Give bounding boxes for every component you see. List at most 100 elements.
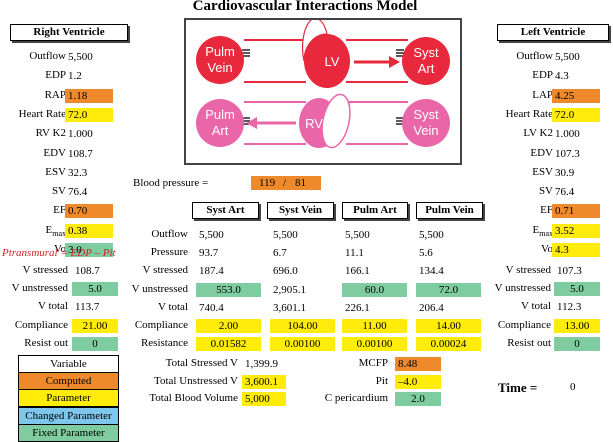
blood-pressure-value: 119 / 81: [251, 176, 321, 190]
legend-item: Changed Parameter: [18, 406, 119, 425]
rv-row-label-text: RV K2: [35, 127, 66, 140]
syst-art-chamber: [402, 37, 450, 85]
vessel-cell[interactable]: 104.00: [270, 319, 335, 333]
legend-item: Fixed Parameter: [18, 423, 119, 442]
lv-row-label: Outflow: [516, 50, 553, 62]
vessel-cell[interactable]: 2.00: [196, 319, 261, 333]
lv-row-label: SV: [539, 185, 553, 197]
lv-lower-label: Resist out: [507, 336, 551, 349]
pulm-art-chamber: [196, 99, 244, 147]
lv-lower-label: V unstressed: [494, 282, 551, 295]
rv-row-label-text: ESV: [45, 165, 66, 178]
vessel-cell: 696.0: [273, 265, 298, 278]
left-ventricle-header: Left Ventricle: [497, 24, 609, 41]
vessel-cell: 5,500: [199, 229, 224, 241]
vessel-cell: 93.7: [199, 247, 219, 260]
vessel-cell: 11.1: [345, 247, 364, 260]
rv-row-value[interactable]: 0.38: [65, 223, 113, 238]
lv-row-value: 5,500: [555, 51, 580, 63]
vessel-row-label: V stressed: [142, 264, 188, 277]
vessel-cell: 72.0: [416, 282, 481, 297]
rv-row-label: SV: [52, 185, 66, 197]
rv-lower-value: 5.0: [72, 282, 118, 297]
rv-row-label-text: Outflow: [29, 50, 66, 62]
rv-lower-value[interactable]: 21.00: [72, 318, 118, 333]
vessel-cell[interactable]: 11.00: [342, 319, 407, 333]
bp-separator: /: [283, 177, 287, 189]
rv-row-label: ESV: [45, 166, 66, 178]
lv-row-value: 1.000: [555, 128, 580, 141]
lv-row-label-text: LV K2: [523, 127, 553, 140]
rv-row-value: 5,500: [68, 51, 93, 63]
lv-chamber: [304, 34, 350, 88]
rv-lower-label: Compliance: [14, 318, 68, 331]
rv-row-label-text: EDP: [45, 69, 66, 82]
vessel-header-pulm-vein: Pulm Vein: [416, 202, 483, 219]
pulm-art-label-2: Art: [212, 123, 229, 138]
rv-lower-value: 108.7: [75, 265, 100, 277]
rv-lower-label: V stressed: [22, 264, 68, 276]
vessel-cell: 6.7: [273, 247, 287, 260]
vessel-cell: 166.1: [345, 265, 370, 278]
lv-lower-label: V stressed: [505, 264, 551, 276]
rv-lower-label: Resist out: [24, 336, 68, 349]
vessel-cell[interactable]: 0.00024: [416, 337, 481, 352]
lv-row-value[interactable]: 72.0: [552, 107, 600, 122]
vessel-cell: 187.4: [199, 265, 224, 278]
totals-value[interactable]: 5,000: [242, 392, 286, 406]
lv-row-value[interactable]: 4.3: [552, 243, 600, 257]
bottom-flow-lines: [244, 101, 408, 145]
lv-row-value: 4.25: [552, 88, 600, 103]
lv-lower-value[interactable]: 13.00: [554, 318, 600, 333]
rv-row-label: EDV: [43, 147, 66, 159]
circulation-diagram: Pulm Vein LV Syst Art Pulm Art RV Syst V…: [184, 17, 462, 165]
blood-pressure-label: Blood pressure =: [133, 177, 209, 189]
lv-row-value: 0.71: [552, 204, 600, 219]
mcfp-label: Pit: [375, 374, 388, 387]
rv-row-label-sub: max: [52, 228, 66, 238]
rv-row-value: 108.7: [68, 147, 93, 160]
pulm-vein-chamber: [196, 36, 244, 84]
vessel-row-label: Outflow: [151, 228, 188, 240]
vessel-cell: 5.6: [419, 247, 433, 260]
rv-lower-value: 0: [72, 336, 118, 351]
lv-row-label: EDP: [532, 69, 553, 81]
vessel-row-label: Pressure: [150, 246, 188, 259]
lv-lower-value: 107.3: [557, 265, 582, 277]
vessel-row-label: V unstressed: [131, 282, 188, 295]
lv-row-label: LAP: [532, 89, 553, 101]
vessel-cell[interactable]: 0.00100: [342, 337, 407, 352]
lv-row-value[interactable]: 3.52: [552, 223, 600, 238]
syst-art-label-1: Syst: [413, 45, 439, 60]
page-title: Cardiovascular Interactions Model: [192, 0, 418, 14]
rv-row-value[interactable]: 72.0: [65, 107, 113, 122]
vessel-row-label: Compliance: [134, 319, 188, 331]
rv-row-label: Emax: [45, 224, 66, 238]
rv-row-label: RV K2: [36, 127, 66, 139]
rv-row-label-text: EDV: [43, 146, 66, 159]
legend-item: Variable: [18, 355, 119, 373]
lv-row-label-text: LAP: [532, 88, 553, 101]
rv-row-label: Heart Rate: [19, 108, 66, 120]
diastolic-value: 81: [295, 177, 306, 189]
lv-row-label-text: ESV: [532, 165, 553, 178]
lv-septum: [301, 17, 328, 62]
mcfp-value: 2.0: [395, 392, 441, 406]
vessel-cell[interactable]: 0.00100: [270, 337, 335, 352]
vessel-cell: 134.4: [419, 265, 444, 278]
totals-value[interactable]: 3,600.1: [242, 374, 286, 389]
rv-row-label-text: Heart Rate: [18, 107, 66, 120]
rv-septum: [321, 93, 351, 149]
lv-row-value: 4.3: [555, 70, 569, 83]
vessel-row-label: V total: [157, 300, 188, 313]
pulm-vein-label-2: Vein: [207, 60, 232, 75]
rv-row-value: 1.000: [68, 128, 93, 141]
vessel-cell[interactable]: 14.00: [416, 319, 481, 333]
lv-row-value: 107.3: [555, 147, 580, 160]
lv-row-label-sub: max: [539, 228, 553, 238]
mcfp-value[interactable]: –4.0: [395, 374, 441, 389]
pulm-vein-label-1: Pulm: [205, 44, 235, 59]
lv-row-label: Vo: [541, 243, 553, 255]
ptransmural-formula: Ptransmural = EDP – Pit: [2, 247, 116, 259]
vessel-cell[interactable]: 0.01582: [196, 337, 261, 352]
